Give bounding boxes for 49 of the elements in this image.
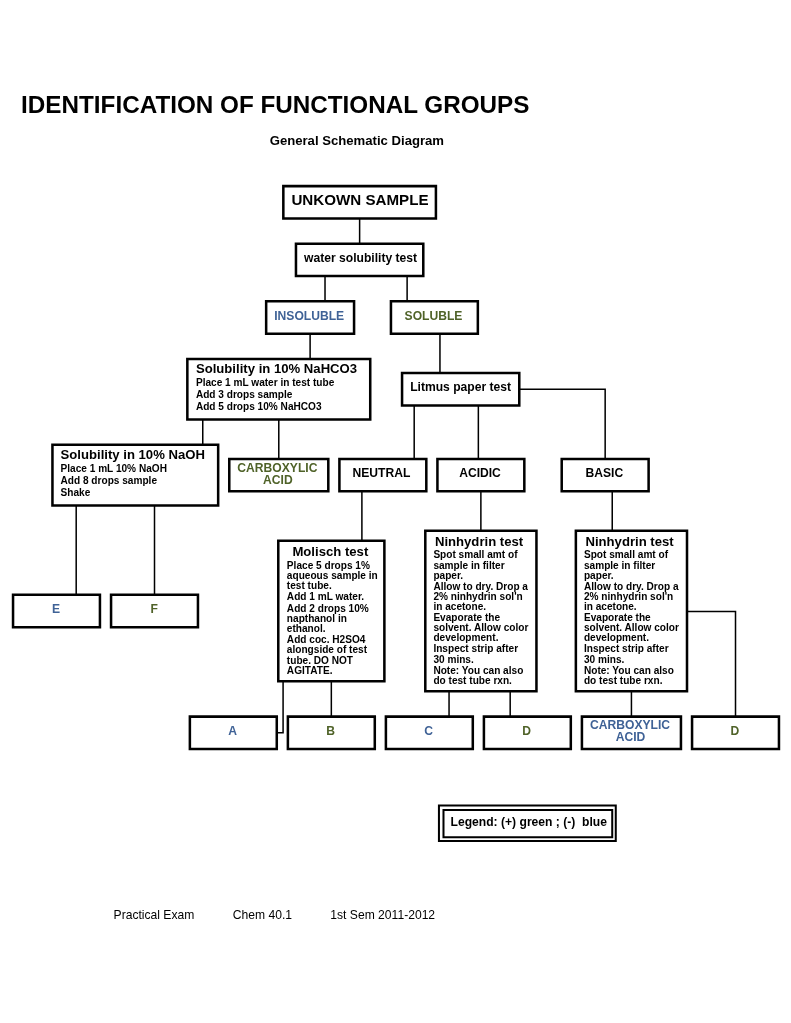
connector	[477, 404, 479, 460]
connector	[508, 690, 511, 717]
node-box: D	[482, 714, 572, 750]
node-box: CARBOXYLIC ACID	[227, 457, 330, 493]
connector	[330, 680, 332, 717]
label: Legend: (+) green ; (-) blue	[450, 814, 607, 829]
node-box: A	[188, 714, 278, 750]
connector	[438, 332, 441, 374]
node-box: F	[109, 593, 199, 628]
connector	[447, 690, 450, 717]
connector	[275, 680, 284, 734]
connector	[405, 275, 408, 302]
connector	[685, 610, 736, 717]
label: 1st Sem 2011-2012	[329, 907, 435, 922]
label: General Schematic Diagram	[269, 132, 444, 148]
node-box: Solubility in 10% NaHCO3 Place 1 mL water in test tube Add 3 drops sample Add 5 drops 10% NaHCO3	[185, 357, 371, 421]
connector	[479, 490, 482, 531]
node-box: ACIDIC	[435, 457, 526, 493]
node-box: Solubility in 10% NaOH Place 1 mL 10% NaOH Add 8 drops sample Shake	[50, 443, 219, 507]
node-box: Litmus paper test	[400, 371, 521, 407]
connector	[518, 387, 606, 459]
connector	[360, 490, 363, 541]
connector	[277, 418, 280, 459]
node-box: B	[286, 714, 376, 750]
connector	[153, 504, 155, 595]
connector	[610, 490, 613, 531]
node-box: CARBOXYLIC ACID	[580, 714, 682, 750]
label: Practical Exam	[113, 907, 194, 922]
node-box: UNKOWN SAMPLE	[281, 184, 437, 220]
node-box: NEUTRAL	[337, 457, 428, 493]
node-box: Molisch test Place 5 drops 1% aqueous sample in test tube. Add 1 mL water. Add 2 drops 10% napthanol in ethanol. Add coc. H2SO4 alongside of test tube. DO NOT AGITATE.	[276, 539, 386, 682]
label: Chem 40.1	[232, 907, 292, 922]
connector	[74, 504, 77, 595]
node-box: INSOLUBLE	[264, 299, 355, 335]
node-box: E	[11, 593, 101, 628]
connector	[358, 217, 360, 244]
node-box: water solubility test	[294, 241, 425, 277]
connector	[308, 332, 311, 360]
connector	[630, 690, 632, 717]
node-box: C	[384, 714, 474, 750]
connector	[323, 275, 326, 302]
node-box: Ninhydrin test Spot small amt of sample in filter paper. Allow to dry. Drop a 2% ninhydrin sol'n in acetone. Evaporate the solvent. Allow color development. Inspect strip after 30 mins. Note: You can also do test tube rxn.	[423, 528, 538, 693]
connector	[201, 418, 203, 445]
node-box: BASIC	[559, 457, 650, 493]
diagram-title: IDENTIFICATION OF FUNCTIONAL GROUPS	[20, 90, 529, 118]
node-box: Ninhydrin test Spot small amt of sample in filter paper. Allow to dry. Drop a 2% ninhydrin sol'n in acetone. Evaporate the solvent. Allow color development. Inspect strip after 30 mins. Note: You can also do test tube rxn.	[574, 528, 688, 693]
node-box: SOLUBLE	[389, 299, 479, 335]
connector	[412, 404, 415, 460]
node-box: D	[690, 714, 780, 750]
